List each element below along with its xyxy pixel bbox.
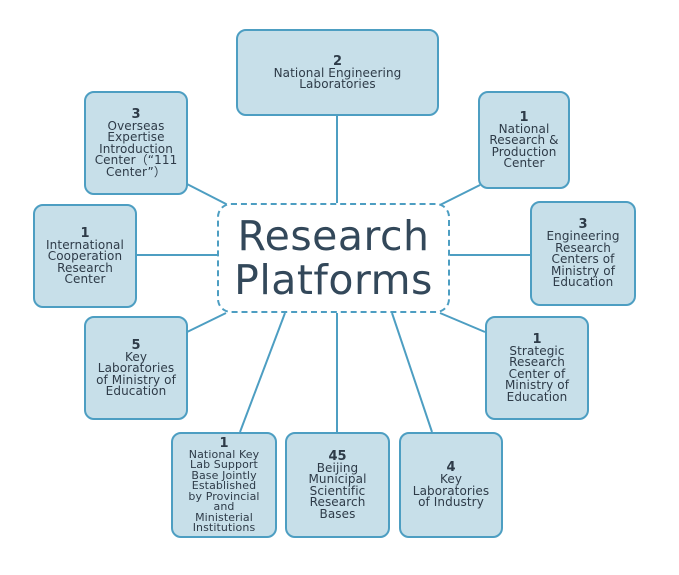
- node-label: Key Laboratories of Ministry of Educatio…: [96, 349, 176, 398]
- connector-n2: [439, 184, 481, 206]
- connector-n8: [184, 312, 227, 334]
- node-number: 1: [532, 331, 542, 347]
- node-number: 4: [446, 460, 456, 476]
- node-label: Engineering Research Centers of Ministry…: [546, 229, 620, 290]
- node-key-laboratories-ministry-education: 5 Key Laboratories of Ministry of Educat…: [84, 316, 188, 420]
- node-label: Strategic Research Center of Ministry of…: [504, 343, 570, 404]
- node-national-engineering-laboratories: 2 National Engineering Laboratories: [236, 29, 439, 116]
- node-label: Key Laboratories of Industry: [412, 472, 490, 510]
- node-engineering-research-centers: 3 Engineering Research Centers of Minist…: [530, 201, 636, 306]
- connector-n7: [239, 312, 286, 433]
- node-number: 3: [578, 217, 588, 233]
- node-label: National Engineering Laboratories: [273, 65, 402, 91]
- node-label: National Key Lab Support Base Jointly Es…: [188, 447, 260, 534]
- node-number: 45: [328, 448, 347, 464]
- node-beijing-municipal-bases: 45 Beijing Municipal Scientific Research…: [285, 432, 390, 538]
- node-label: International Cooperation Research Cente…: [46, 237, 124, 286]
- node-number: 5: [131, 337, 141, 353]
- node-label: National Research & Production Center: [489, 121, 559, 170]
- node-number: 3: [131, 106, 141, 122]
- node-label: Overseas Expertise Introduction Center（“…: [94, 118, 178, 179]
- node-number: 1: [519, 109, 529, 125]
- node-number: 1: [80, 225, 90, 241]
- node-international-cooperation-center: 1 International Cooperation Research Cen…: [33, 204, 137, 308]
- connector-n10: [184, 182, 229, 206]
- node-number: 1: [219, 435, 229, 451]
- center-research-platforms: Research Platforms: [217, 203, 450, 313]
- node-key-laboratories-of-industry: 4 Key Laboratories of Industry: [399, 432, 503, 538]
- node-label: Beijing Municipal Scientific Research Ba…: [308, 460, 367, 521]
- node-strategic-research-center: 1 Strategic Research Center of Ministry …: [485, 316, 589, 420]
- node-overseas-expertise-center: 3 Overseas Expertise Introduction Center…: [84, 91, 188, 195]
- node-national-research-production-center: 1 National Research & Production Center: [478, 91, 570, 189]
- node-national-key-lab-support-base: 1 National Key Lab Support Base Jointly …: [171, 432, 277, 538]
- node-number: 2: [332, 53, 343, 69]
- connector-n4: [439, 312, 486, 333]
- connector-n5: [391, 312, 433, 433]
- center-title: Research Platforms: [234, 212, 433, 304]
